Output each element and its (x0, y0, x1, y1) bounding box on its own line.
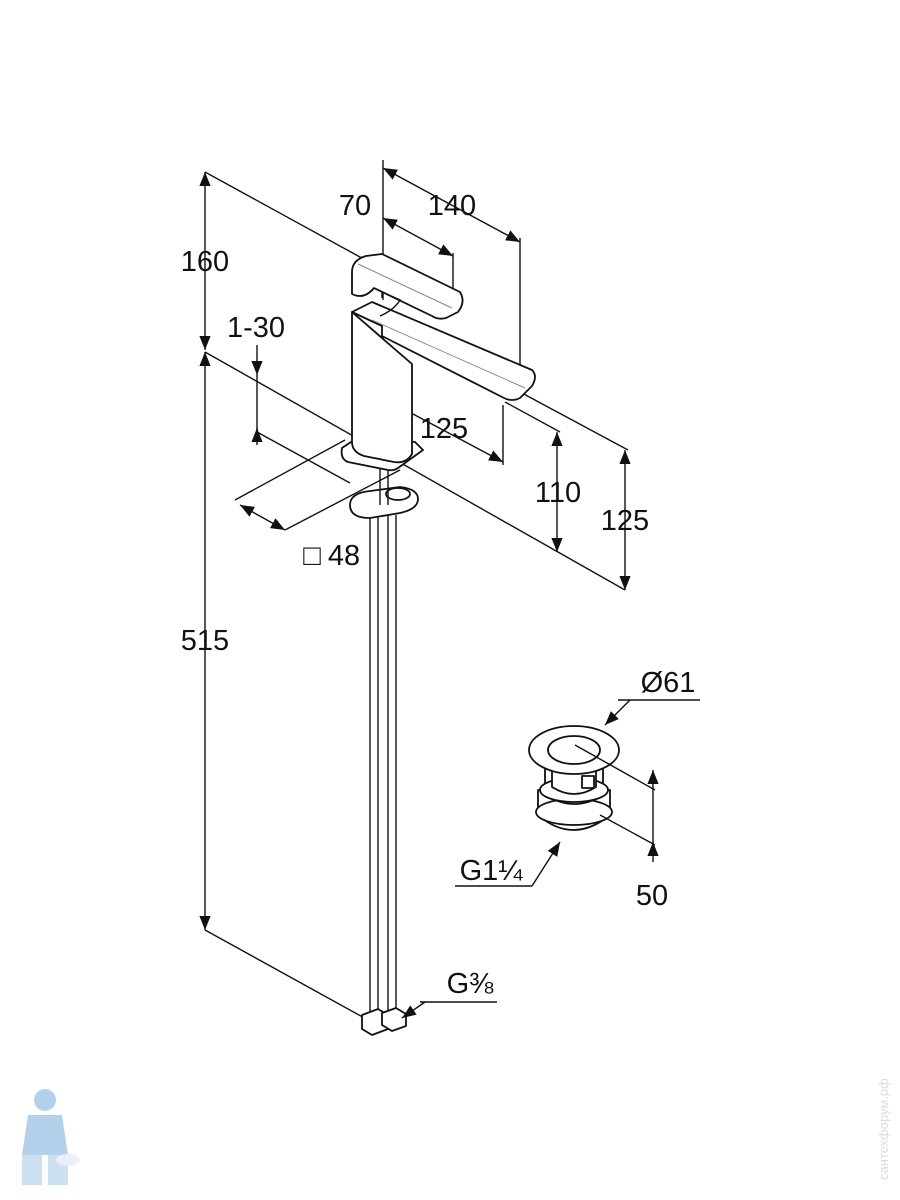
dim-adjust-range: 1-30 (227, 312, 285, 344)
dim-spout-height: 110 (535, 477, 581, 509)
dim-waste-thread: G1¼ (460, 855, 524, 887)
dim-waste-diameter: Ø61 (641, 667, 696, 699)
square-symbol: □ (303, 540, 321, 572)
dimension-lines (199, 167, 631, 930)
dim-waste-height: 50 (636, 880, 668, 912)
pop-up-waste (401, 699, 700, 1019)
dim-body-depth: 140 (428, 190, 476, 222)
dim-hose-thread: G⅜ (447, 968, 495, 1000)
faucet-body (340, 253, 536, 1036)
dim-spout-reach: 125 (420, 413, 468, 445)
dim-height-top: 160 (181, 246, 229, 278)
dim-base-square: 48 (328, 540, 360, 572)
plumber-logo (22, 1089, 80, 1185)
dim-total-height: 125 (601, 505, 649, 537)
dim-total-length: 515 (181, 625, 229, 657)
dim-lever-length: 70 (339, 190, 371, 222)
watermark: сантехфорум.рф (876, 1078, 891, 1180)
